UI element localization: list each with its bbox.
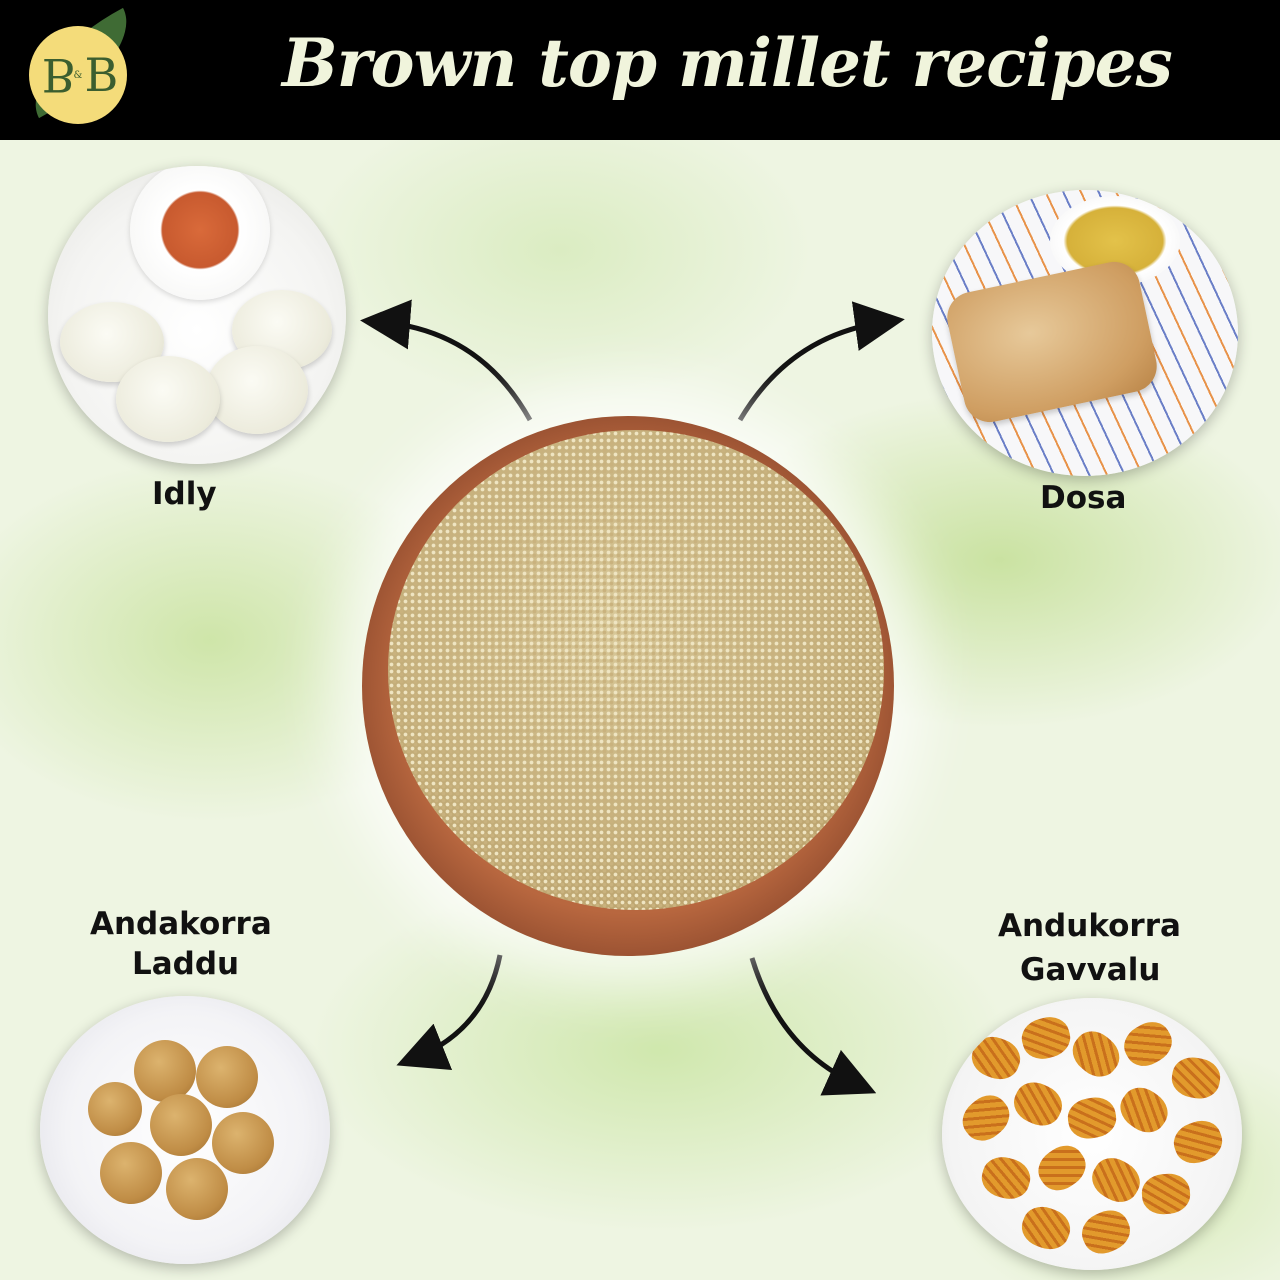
idly-image	[48, 166, 346, 464]
gavvalu-piece	[1007, 1075, 1069, 1133]
laddu-ball	[196, 1046, 258, 1108]
gavvalu-piece	[1075, 1203, 1137, 1261]
recipe-label-dosa: Dosa	[1040, 480, 1127, 516]
logo-letter-left: B	[41, 48, 72, 102]
logo-letter-right: B	[84, 48, 118, 102]
recipe-label-idly: Idly	[152, 476, 217, 512]
dosa-image	[932, 190, 1238, 476]
laddu-ball	[212, 1112, 274, 1174]
gavvalu-piece	[1112, 1079, 1176, 1141]
gavvalu-piece	[1017, 1012, 1075, 1064]
dosa-roll	[942, 257, 1162, 427]
b-and-b-leaf-logo-icon: B & B	[11, 7, 151, 124]
laddu-ball	[166, 1158, 228, 1220]
recipe-label-laddu-line1: Andakorra	[90, 906, 272, 942]
idly-piece	[206, 346, 308, 434]
gavvalu-piece	[1168, 1114, 1228, 1170]
gavvalu-piece	[1016, 1200, 1076, 1256]
idly-piece	[116, 356, 220, 442]
recipe-label-gavvalu-line1: Andukorra	[998, 908, 1181, 944]
arrow-to-dosa	[737, 301, 905, 422]
page-title: Brown top millet recipes	[282, 24, 1173, 102]
logo-ampersand: &	[73, 69, 83, 81]
gavvalu-piece	[1168, 1054, 1224, 1102]
recipe-label-laddu-line2: Laddu	[132, 946, 240, 982]
arrow-to-idly	[360, 299, 533, 422]
laddu-ball	[100, 1142, 162, 1204]
header-bar: B & B Brown top millet recipes	[0, 0, 1280, 140]
laddu-ball	[150, 1094, 212, 1156]
chutney-bowl	[130, 166, 270, 300]
gavvalu-piece	[1117, 1014, 1179, 1074]
recipe-label-gavvalu-line2: Gavvalu	[1020, 952, 1161, 988]
arrow-to-gavvalu	[749, 957, 877, 1096]
gavvalu-piece	[966, 1030, 1026, 1086]
gavvalu-piece	[1085, 1150, 1147, 1210]
gavvalu-piece	[954, 1087, 1018, 1149]
laddu-image	[40, 996, 330, 1264]
logo-disc: B & B	[29, 26, 127, 124]
gavvalu-piece	[1030, 1137, 1094, 1199]
millet-grains-image	[388, 430, 884, 910]
gavvalu-piece	[1140, 1171, 1192, 1217]
laddu-ball	[134, 1040, 196, 1102]
arrow-to-laddu	[396, 954, 503, 1071]
gavvalu-piece	[1064, 1094, 1120, 1142]
gavvalu-piece	[1064, 1023, 1128, 1085]
gavvalu-piece	[977, 1152, 1035, 1204]
gavvalu-image	[942, 998, 1242, 1270]
laddu-ball	[88, 1082, 142, 1136]
